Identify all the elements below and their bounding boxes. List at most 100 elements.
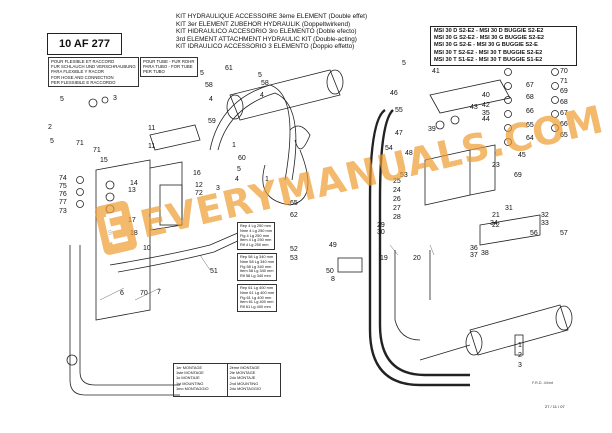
part-callout: 3 [113,95,117,102]
part-callout: 22 [492,222,500,229]
part-callout: 65 [560,132,568,139]
clamp [337,257,363,273]
frame-plate [95,159,151,321]
part-callout: 15 [100,157,108,164]
length-legend-61: Rep 61 Lg 400 mm Nme 61 Lg 400 mm Fig 61… [237,284,278,312]
hose-loop [289,125,311,150]
legend-line: Item 4 Lg 250 mm [240,237,272,243]
part-callout: 33 [541,220,549,227]
valve-block [149,124,201,151]
legend-line: Nme 61 Lg 400 mm [240,289,275,295]
part-callout: 42 [482,102,490,109]
cylinder-end [555,305,573,331]
part-callout: 56 [530,230,538,237]
mount-line: 2te MONTAGE [229,370,256,376]
part-callout: 3 [216,185,220,192]
part-callout: 5 [60,96,64,103]
part-callout: 45 [518,152,526,159]
document-reference: 10 AF 277 [47,33,122,55]
part-callout: 10 [143,245,151,252]
part-callout: 65 [290,200,298,207]
part-callout: 71 [560,78,568,85]
part-callout: 40 [482,92,490,99]
fitting [105,180,115,190]
legend-line: Rep 4 Lg 250 mm [240,223,271,228]
leader-line [199,254,211,271]
fitting [76,200,84,208]
legend-line: Rif 58 Lg 340 mm [240,273,271,279]
note-line: POUR TUBE - FUR ROHR [143,59,195,64]
part-callout: 2 [518,352,522,359]
legend-line: Item 61 Lg 400 mm [240,299,274,305]
part-callout: 3 [518,362,522,369]
part-callout: 55 [395,107,403,114]
fitting [435,120,445,130]
part-callout: 1 [265,176,269,183]
legend-line: Rif 4 Lg 250 mm [240,242,269,248]
second-mounting-col: 2ème MONTAGE 2te MONTAGE 2do MONTAJE 2nd… [226,364,281,396]
part-callout: 74 [59,175,67,182]
part-callout: 71 [93,147,101,154]
part-callout: 35 [482,110,490,117]
part-callout: 4 [235,176,239,183]
part-callout: 8 [331,276,335,283]
tube-run [117,237,245,273]
legend-line: Item 58 Lg 340 mm [240,268,274,274]
part-callout: 9 [108,230,112,237]
part-callout: 75 [59,183,67,190]
hose-main [368,109,470,387]
part-callout: 62 [290,212,298,219]
note-line: PARA FLEXIBLE Y RACOR [51,69,105,75]
title-line-es: KIT HIDRAULICO ACCESORIO 3ro ELEMENTO (D… [176,28,357,36]
note-line: PER FLESSIBILE E RACCORDO [51,79,116,85]
part-callout: 24 [393,187,401,194]
frame-plate-side [149,161,183,231]
fitting [105,204,115,214]
part-callout: 1 [518,342,522,349]
part-callout: 72 [195,190,203,197]
part-callout: 44 [482,116,490,123]
model-line: MSI 30 T S1-E2 - MSI 30 T BUGGIE S1-E2 [434,56,543,63]
hose [209,84,291,181]
part-callout: 14 [130,180,138,187]
tube-note: POUR TUBE - FUR ROHR PARA TUBO - FOR TUB… [140,57,198,77]
part-callout: 6 [120,290,124,297]
part-callout: 66 [560,121,568,128]
note-line: POUR FLEXIBLE ET RACCORD [51,59,115,64]
legend-line: Rep 61 Lg 400 mm [240,285,274,290]
part-callout: 50 [326,268,334,275]
fitting [76,176,84,184]
cylinder-body [469,304,569,356]
part-callout: 67 [560,110,568,117]
title-line-fr: KIT HYDRAULIQUE ACCESSOIRE 3ème ELEMENT … [176,13,368,20]
mount-line: 1mo MONTAGGIO [176,385,209,391]
tube-run [394,250,421,341]
fitting [504,68,512,76]
part-callout: 53 [400,172,408,179]
part-callout: 7 [157,289,161,296]
tube-run [109,231,241,266]
part-callout: 32 [541,212,549,219]
hose-main [378,109,470,377]
first-mounting-col: 1er MONTAGE 1ste MONTAGE 1o MONTAJE 1st … [174,364,227,396]
valve-block [479,214,541,246]
note-line: PER TUBO [143,69,165,75]
mount-line: 2do MONTAGGIO [229,385,262,391]
fitting [88,98,98,108]
part-callout: 46 [390,90,398,97]
fitting [504,82,512,90]
mount-line: 1er MONTAGE [176,365,203,370]
part-callout: 64 [526,135,534,142]
part-callout: 51 [210,268,218,275]
cylinder-end [326,69,344,95]
fitting [551,110,559,118]
part-callout: 66 [526,108,534,115]
tube-run [69,245,180,396]
part-callout: 47 [395,130,403,137]
part-callout: 27 [393,205,401,212]
mount-line: 1o MONTAJE [176,375,200,381]
part-callout: 68 [526,94,534,101]
part-callout: 69 [514,172,522,179]
part-callout: 20 [413,255,421,262]
